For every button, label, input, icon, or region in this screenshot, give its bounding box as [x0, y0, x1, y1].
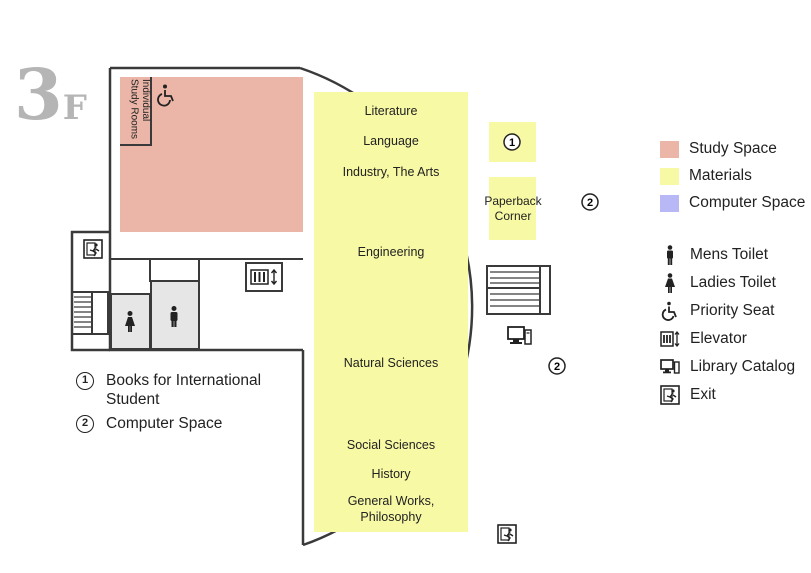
marker-2-upper: 2 — [581, 193, 599, 211]
priority-seat-icon — [661, 301, 677, 321]
legend-label-library-catalog: Library Catalog — [690, 358, 796, 375]
note-1-number: 1 — [76, 372, 94, 390]
marker-1-text: 1 — [509, 137, 515, 149]
elevator-icon — [660, 330, 680, 348]
shelf-label-language: Language — [363, 134, 419, 148]
note-international-books: 1 Books for International Student — [76, 372, 276, 409]
paperback-corner-label: Paperback Corner — [484, 194, 542, 223]
mens-toilet-icon — [667, 245, 673, 265]
floor-suffix: F — [62, 88, 87, 128]
stairs-left — [71, 291, 109, 335]
building-outline — [108, 66, 474, 547]
marker-1: 1 — [503, 133, 521, 151]
shelf-label-history: History — [371, 467, 411, 481]
library-catalog-icon — [507, 326, 532, 345]
stairs-right — [486, 265, 551, 315]
legend-label-ladies-toilet: Ladies Toilet — [690, 274, 776, 291]
legend-swatch-materials — [660, 167, 679, 185]
legend-exit: Exit — [660, 385, 716, 405]
legend-label-exit: Exit — [690, 386, 716, 403]
floor-label: 3F — [14, 60, 87, 130]
legend-priority-seat: Priority Seat — [660, 301, 774, 321]
legend-swatch-computer-space — [660, 194, 679, 212]
note-1-text: Books for International Student — [106, 372, 262, 408]
shelf-label-general-works: General Works, Philosophy — [347, 494, 435, 524]
shelf-label-literature: Literature — [364, 104, 418, 118]
legend-library-catalog: Library Catalog — [660, 357, 795, 377]
legend-ladies-toilet: Ladies Toilet — [660, 273, 776, 293]
ladies-toilet-icon — [665, 273, 675, 293]
legend-mens-toilet: Mens Toilet — [660, 245, 768, 265]
note-2-text: Computer Space — [106, 415, 223, 432]
paperback-corner-area — [489, 177, 536, 240]
legend-label-mens-toilet: Mens Toilet — [690, 246, 769, 263]
exit-icon — [83, 239, 103, 259]
library-catalog-icon — [660, 359, 680, 374]
note-2-number: 2 — [76, 415, 94, 433]
individual-study-rooms-label: Individual Study Rooms — [128, 79, 152, 140]
elevator-icon — [245, 262, 283, 292]
legend-materials: Materials — [660, 167, 752, 185]
legend-swatch-study-space — [660, 140, 679, 158]
exit-icon — [660, 385, 680, 405]
note-computer-space: 2 Computer Space — [76, 415, 222, 434]
materials-shelf-area — [314, 92, 468, 532]
legend-label-study-space: Study Space — [689, 140, 777, 157]
shelf-label-social-sciences: Social Sciences — [346, 438, 436, 452]
marker-2-lower: 2 — [548, 357, 566, 375]
marker-2-upper-text: 2 — [587, 197, 593, 209]
shelf-label-natural-sciences: Natural Sciences — [343, 356, 439, 370]
legend-computer-space: Computer Space — [660, 194, 805, 212]
legend-label-computer-space: Computer Space — [689, 194, 806, 211]
shelf-label-industry-arts: Industry, The Arts — [342, 165, 440, 179]
legend-study-space: Study Space — [660, 140, 777, 158]
legend-elevator: Elevator — [660, 329, 747, 349]
individual-study-room — [120, 77, 152, 146]
marker-2-lower-text: 2 — [554, 361, 560, 373]
exit-icon-bottom — [497, 524, 517, 544]
mens-toilet-icon — [170, 306, 178, 327]
legend-label-priority-seat: Priority Seat — [690, 302, 775, 319]
ladies-toilet-icon — [125, 311, 135, 332]
legend-label-materials: Materials — [689, 167, 752, 184]
shelf-label-engineering: Engineering — [357, 245, 425, 259]
priority-seat-icon — [157, 84, 174, 107]
legend-label-elevator: Elevator — [690, 330, 747, 347]
floor-number: 3 — [14, 53, 63, 136]
